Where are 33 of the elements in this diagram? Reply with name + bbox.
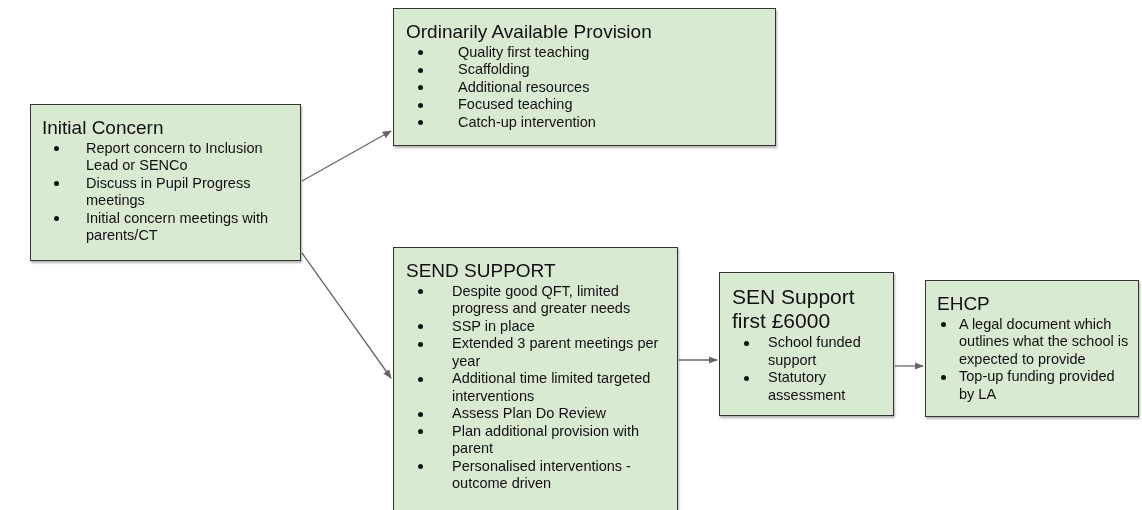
box-heading: SEN Support first £6000 [732, 285, 856, 334]
bullet-item: Initial concern meetings with parents/CT [86, 209, 270, 245]
arrow [894, 362, 924, 370]
box-heading: Ordinarily Available Provision [406, 21, 653, 43]
bullet-item: Plan additional provision with parent [452, 422, 640, 458]
bullet-item: School funded support [768, 334, 862, 370]
bullet-item: Additional resources [458, 78, 591, 97]
bullet-item: Discuss in Pupil Progress meetings [86, 174, 252, 210]
box-heading: Initial Concern [42, 117, 165, 139]
process-box [393, 8, 776, 146]
bullet-item: Scaffolding [458, 61, 531, 79]
arrow [301, 252, 392, 379]
bullet-item: Statutory assessment [768, 369, 847, 405]
box-heading: EHCP [937, 293, 991, 315]
bullet-item: SSP in place [452, 317, 536, 336]
arrow [301, 130, 392, 182]
process-box [393, 247, 678, 510]
bullet-item: A legal document which outlines what the school is expected to provide [959, 315, 1130, 369]
process-box [925, 280, 1139, 417]
bullet-item: Despite good QFT, limited progress and greater needs [452, 282, 632, 318]
process-box [719, 272, 894, 416]
bullet-item: Top-up funding provided by LA [959, 368, 1116, 404]
bullet-item: Catch-up intervention [458, 113, 597, 132]
bullet-item: Additional time limited targeted interventions [452, 370, 652, 406]
process-box [30, 104, 301, 261]
bullet-item: Extended 3 parent meetings per year [452, 335, 660, 371]
bullet-item: Quality first teaching [458, 43, 591, 62]
bullet-item: Focused teaching [458, 96, 574, 114]
arrow [678, 356, 718, 364]
box-heading: SEND SUPPORT [406, 260, 557, 282]
bullet-item: Assess Plan Do Review [452, 405, 607, 423]
bullet-item: Report concern to Inclusion Lead or SENCo [86, 139, 264, 175]
bullet-item: Personalised interventions - outcome driven [452, 457, 632, 493]
